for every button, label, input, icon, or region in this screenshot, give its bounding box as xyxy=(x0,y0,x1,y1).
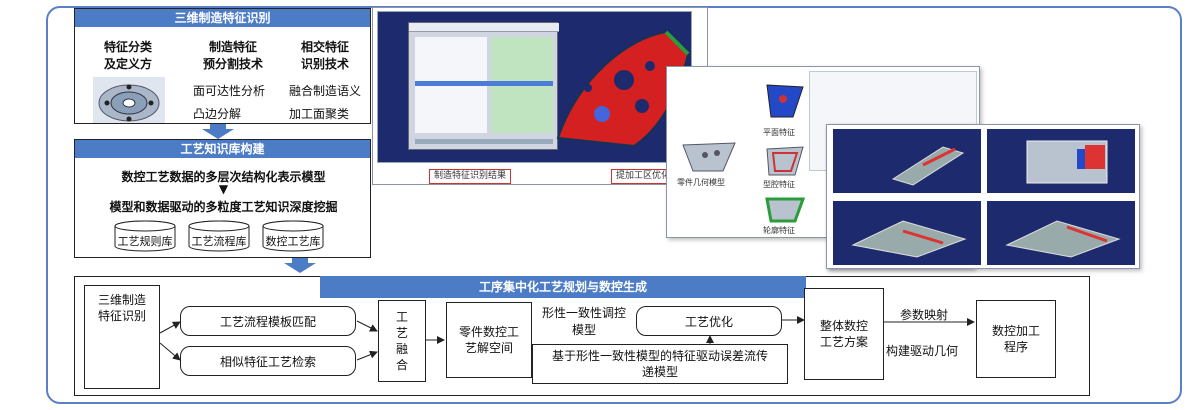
recognition-screenshot: 制造特征识别结果 提加工区优化 xyxy=(372,7,708,185)
build-geometry-label: 构建驱动几何 xyxy=(886,344,959,358)
template-match-box: 工艺流程模板匹配 xyxy=(180,306,356,336)
process-optimization-box: 工艺优化 xyxy=(636,306,782,336)
toolpath-screenshot-grid xyxy=(826,124,1140,269)
method-item: 加工面聚类 xyxy=(289,107,350,121)
recognition-result-caption: 制造特征识别结果 xyxy=(429,169,512,184)
similar-retrieval-text: 相似特征工艺检索 xyxy=(219,354,316,369)
feature-label: 零件几何模型 xyxy=(677,178,725,187)
overall-scheme-box: 整体数控 工艺方案 xyxy=(804,288,884,380)
nc-program-text: 数控加工 程序 xyxy=(991,324,1040,354)
feature-classification-label: 特征分类 及定义方 xyxy=(103,40,152,71)
panel-title: 工序集中化工艺规划与数控生成 xyxy=(320,276,806,298)
feature-label: 平面特征 xyxy=(763,128,795,137)
arrow-down-1 xyxy=(202,124,234,139)
pre-segmentation-label: 制造特征 预分割技术 xyxy=(202,40,263,71)
process-fusion-box: 工 艺 融 合 xyxy=(378,300,426,382)
method-item: 面可达性分析 xyxy=(193,84,266,98)
solution-space-box: 零件数控工 艺解空间 xyxy=(446,302,532,378)
part-image xyxy=(93,77,165,123)
feature-label: 轮廓特征 xyxy=(763,226,795,235)
process-fusion-text: 工 艺 融 合 xyxy=(395,310,408,372)
database-label: 工艺流程库 xyxy=(191,235,247,248)
database-rule: 工艺规则库 xyxy=(113,220,177,252)
method-item: 融合制造语义 xyxy=(289,84,362,98)
consistency-model-label: 形性一致性调控 模型 xyxy=(532,305,636,339)
error-propagation-box: 基于形性一致性模型的特征驱动误差流传 递模型 xyxy=(532,344,788,384)
overall-scheme-text: 整体数控 工艺方案 xyxy=(819,319,868,349)
template-match-text: 工艺流程模板匹配 xyxy=(219,314,316,329)
similar-retrieval-box: 相似特征工艺检索 xyxy=(180,346,356,376)
knowledge-base-panel: 工艺知识库构建 数控工艺数据的多层次结构化表示模型 ▼ 模型和数据驱动的多粒度工… xyxy=(74,139,371,258)
input-feature-text: 三维制造 特征识别 xyxy=(97,293,146,323)
feature-label: 型腔特征 xyxy=(763,180,795,189)
panel-title: 工艺知识库构建 xyxy=(75,140,370,158)
structure-model-text: 数控工艺数据的多层次结构化表示模型 xyxy=(121,170,326,184)
solution-space-text: 零件数控工 艺解空间 xyxy=(458,325,519,355)
feature-recognition-panel: 三维制造特征识别 特征分类 及定义方 制造特征 预分割技术 相交特征 识别技术 … xyxy=(74,8,371,124)
input-feature-box: 三维制造 特征识别 xyxy=(84,285,160,389)
mining-text: 模型和数据驱动的多粒度工艺知识深度挖掘 xyxy=(109,200,338,214)
process-optimization-text: 工艺优化 xyxy=(684,314,733,329)
parameter-mapping-label: 参数映射 xyxy=(900,308,949,322)
intersecting-feature-label: 相交特征 识别技术 xyxy=(300,40,349,71)
method-item: 凸边分解 xyxy=(193,107,242,121)
nc-program-box: 数控加工 程序 xyxy=(976,300,1056,378)
database-label: 工艺规则库 xyxy=(117,235,173,248)
database-label: 数控工艺库 xyxy=(265,235,321,248)
error-propagation-text: 基于形性一致性模型的特征驱动误差流传 递模型 xyxy=(551,349,768,379)
panel-title: 三维制造特征识别 xyxy=(75,9,370,27)
database-process: 工艺流程库 xyxy=(187,220,251,252)
database-nc: 数控工艺库 xyxy=(261,220,325,252)
arrow-down-icon: ▼ xyxy=(218,182,229,196)
arrow-down-2 xyxy=(284,258,316,273)
